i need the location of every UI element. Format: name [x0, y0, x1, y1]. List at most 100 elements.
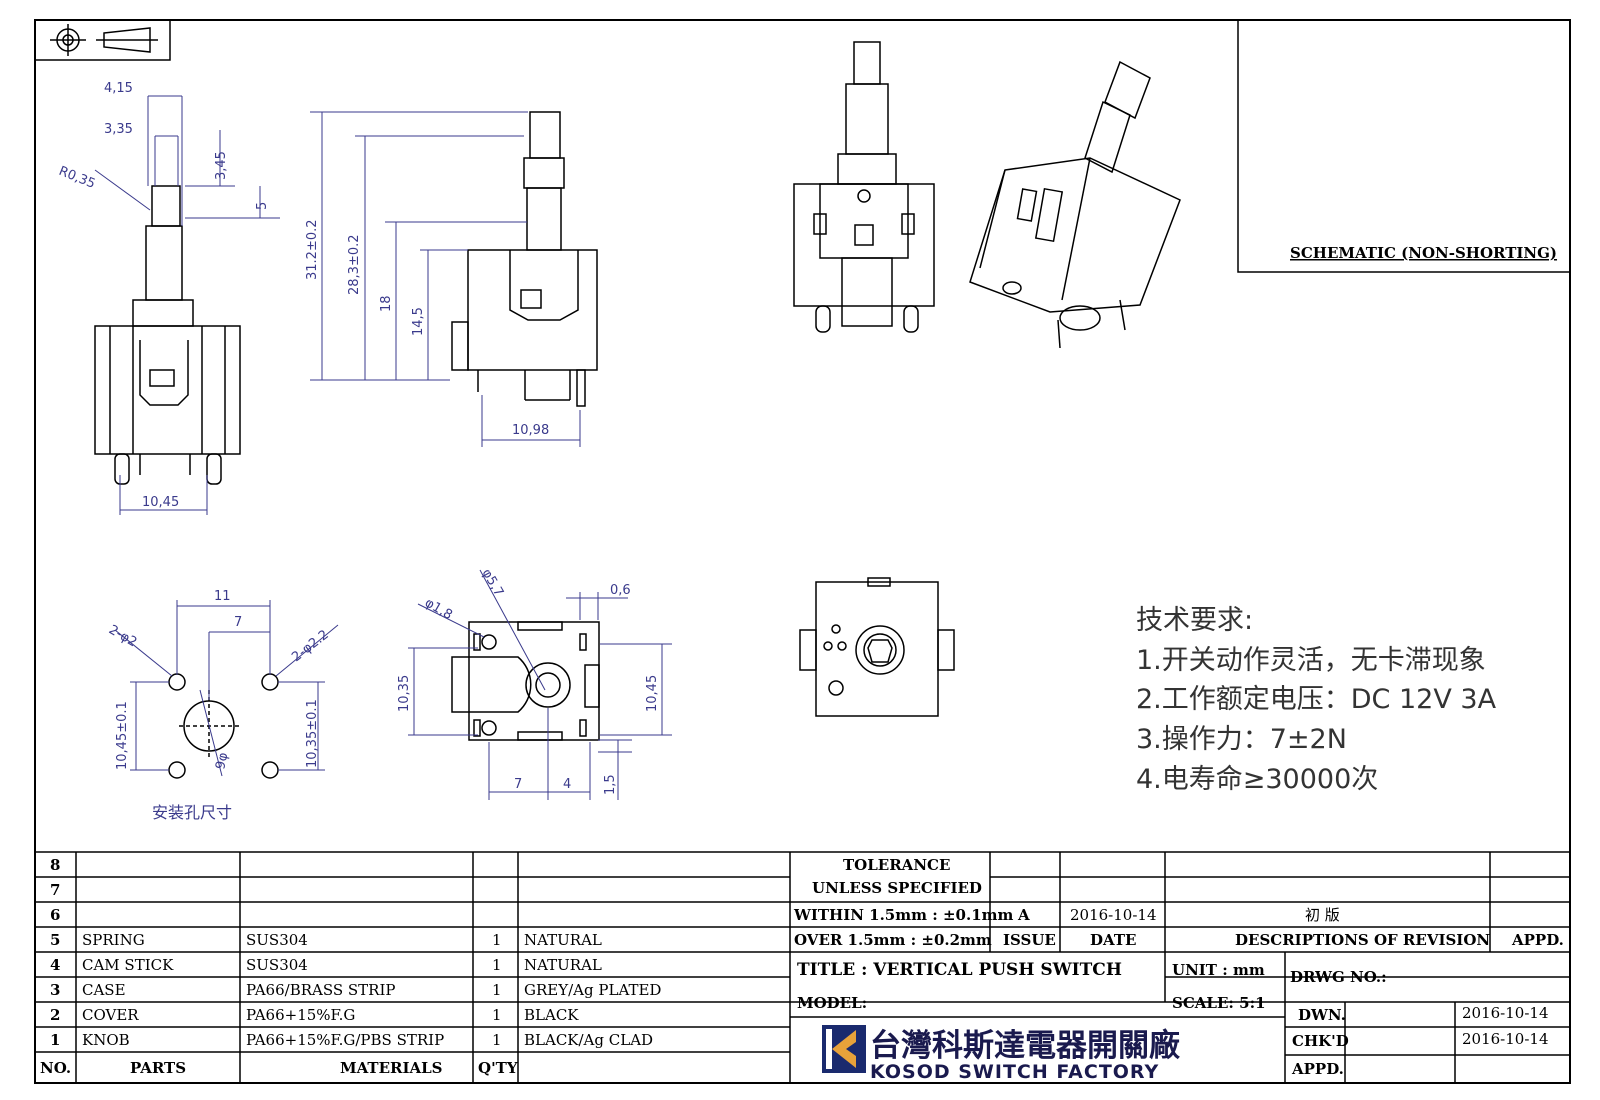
dim-3-45: 3,45 [214, 151, 229, 180]
dim-10-45-tol: 10,45±0.1 [115, 701, 130, 770]
unit: UNIT : mm [1172, 961, 1265, 979]
dim-phi9: 9φ [213, 751, 231, 771]
bom-header-qty: Q'TY [478, 1059, 518, 1077]
dim-31-2: 31.2±0.2 [305, 219, 320, 280]
dim-4: 4 [563, 777, 571, 792]
dim-2-phi2-2: 2-φ2.2 [289, 627, 332, 665]
bom-row-numbers: 8 7 6 [50, 856, 60, 924]
bom-finish: NATURAL [524, 956, 602, 974]
sheet-border [34, 19, 1571, 1084]
revision-desc-value: 初 版 [1305, 906, 1340, 924]
scale: SCALE: 5:1 [1172, 994, 1266, 1012]
dim-r0-35: R0,35 [57, 164, 98, 192]
projection-symbol-box [34, 19, 171, 61]
bom-material: PA66/BRASS STRIP [246, 981, 396, 999]
front-view-dims [94, 95, 280, 515]
bottom-view [451, 621, 600, 741]
schematic-box [1237, 19, 1571, 273]
dim-18: 18 [379, 295, 394, 312]
dim-28-3: 28,3±0.2 [347, 234, 362, 295]
dim-10-35: 10,35 [397, 675, 412, 712]
mount-label: 安装孔尺寸 [152, 803, 232, 822]
bottom-view-dims [408, 569, 672, 800]
bom-part: COVER [82, 1006, 139, 1024]
drawn-date: 2016-10-14 [1462, 1004, 1548, 1022]
revision-issue-header: ISSUE [1003, 931, 1056, 949]
bom-material: PA66+15%F.G/PBS STRIP [246, 1031, 444, 1049]
bom-header-no: NO. [40, 1059, 71, 1077]
bom-part: SPRING [82, 931, 145, 949]
requirement-3: 3.操作力：7±2N [1136, 724, 1347, 755]
company-name-cn: 台灣科斯達電器開關廠 [870, 1028, 1180, 1064]
requirement-2: 2.工作额定电压：DC 12V 3A [1136, 684, 1497, 715]
revision-date-header: DATE [1090, 931, 1136, 949]
revision-date-value: 2016-10-14 [1070, 906, 1156, 924]
bom-no: 2 [50, 1006, 60, 1024]
top-view [799, 577, 955, 717]
iso-view [969, 60, 1181, 349]
bom-no: 4 [50, 956, 60, 974]
dim-10-35-tol: 10,35±0.1 [305, 699, 320, 768]
tolerance-line-2: UNLESS SPECIFIED [812, 879, 982, 897]
mounting-dims [114, 600, 339, 777]
dim-11: 11 [214, 589, 231, 604]
dim-10-45-bottom: 10,45 [142, 495, 179, 510]
company-name-en: KOSOD SWITCH FACTORY [870, 1061, 1159, 1083]
revision-appd-header: APPD. [1511, 931, 1564, 949]
bom-table [35, 851, 1570, 1083]
projection-symbol-icon [50, 24, 158, 56]
row-num: 6 [50, 906, 60, 924]
bom-qty: 1 [492, 931, 502, 949]
bom-part: CASE [82, 981, 126, 999]
bom-rows: 5 SPRING SUS304 1 NATURAL 4 CAM STICK SU… [50, 931, 661, 1049]
company-logo-icon [822, 1025, 866, 1073]
checked-label: CHK'D [1292, 1032, 1349, 1050]
bom-finish: BLACK/Ag CLAD [524, 1031, 653, 1049]
dim-4-15: 4,15 [104, 81, 133, 96]
bom-header-parts: PARTS [130, 1059, 186, 1077]
bom-finish: NATURAL [524, 931, 602, 949]
title: TITLE : VERTICAL PUSH SWITCH [797, 960, 1122, 980]
bom-material: SUS304 [246, 956, 308, 974]
bom-qty: 1 [492, 981, 502, 999]
dim-10-98: 10,98 [512, 423, 549, 438]
bom-header: NO. PARTS MATERIALS Q'TY [40, 1059, 518, 1077]
drawing-number-label: DRWG NO.: [1290, 968, 1387, 986]
revision-desc-header: DESCRIPTIONS OF REVISION [1235, 931, 1490, 949]
requirement-1: 1.开关动作灵活，无卡滞现象 [1136, 645, 1486, 676]
bom-no: 3 [50, 981, 60, 999]
requirements-title: 技术要求: [1136, 605, 1253, 636]
dim-5: 5 [255, 202, 270, 210]
dim-7: 7 [234, 615, 242, 630]
bom-part: CAM STICK [82, 956, 174, 974]
dim-1-5: 1,5 [603, 774, 618, 795]
schematic-label: SCHEMATIC (NON-SHORTING) [1290, 244, 1557, 262]
tolerance-line-3: WITHIN 1.5mm : ±0.1mm [793, 906, 1014, 924]
bom-material: SUS304 [246, 931, 308, 949]
bom-qty: 1 [492, 956, 502, 974]
bom-part: KNOB [82, 1031, 130, 1049]
model-label: MODEL: [797, 994, 867, 1012]
row-num: 7 [50, 881, 60, 899]
dim-0-6: 0,6 [610, 583, 631, 598]
bom-finish: GREY/Ag PLATED [524, 981, 661, 999]
side-view [451, 111, 598, 407]
front-3d-view [793, 41, 935, 333]
revision-grid [790, 852, 1570, 1083]
bom-header-materials: MATERIALS [340, 1059, 443, 1077]
dim-phi5-7: φ5,7 [479, 567, 507, 600]
checked-date: 2016-10-14 [1462, 1030, 1548, 1048]
dim-3-35: 3,35 [104, 122, 133, 137]
bom-no: 1 [50, 1031, 60, 1049]
bom-finish: BLACK [524, 1006, 579, 1024]
dim-7-bottom: 7 [514, 777, 522, 792]
tolerance-line-1: TOLERANCE [843, 856, 950, 874]
bom-no: 5 [50, 931, 60, 949]
bom-qty: 1 [492, 1031, 502, 1049]
dim-phi1-8: φ1,8 [422, 595, 455, 623]
dim-10-45-right: 10,45 [645, 675, 660, 712]
bom-qty: 1 [492, 1006, 502, 1024]
bom-material: PA66+15%F.G [246, 1006, 355, 1024]
dim-14-5: 14,5 [411, 307, 426, 336]
